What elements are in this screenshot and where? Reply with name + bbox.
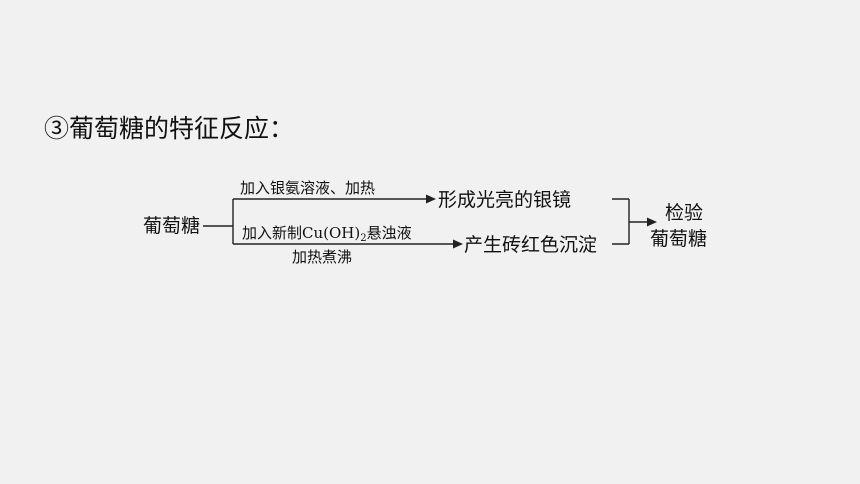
branch2-result: 产生砖红色沉淀 [464, 234, 597, 256]
section-heading: ③葡萄糖的特征反应： [44, 114, 295, 143]
branch2-arrowhead [453, 239, 463, 249]
conclusion-line1: 检验 [665, 202, 703, 224]
branch2-condition: 加入新制Cu(OH)2悬浊液 [242, 224, 412, 244]
branch2-condition-prefix: 加入新制Cu(OH) [242, 224, 360, 242]
branch2-condition-below: 加热煮沸 [292, 248, 352, 266]
branch2-condition-subscript: 2 [360, 233, 366, 244]
branch1-arrowhead [426, 194, 436, 204]
conclusion-line2: 葡萄糖 [650, 228, 707, 250]
merge-arrowhead [647, 217, 657, 227]
source-node: 葡萄糖 [143, 215, 200, 237]
branch1-condition: 加入银氨溶液、加热 [240, 179, 375, 197]
branch2-condition-suffix: 悬浊液 [367, 224, 412, 242]
branch1-result: 形成光亮的银镜 [438, 189, 571, 211]
